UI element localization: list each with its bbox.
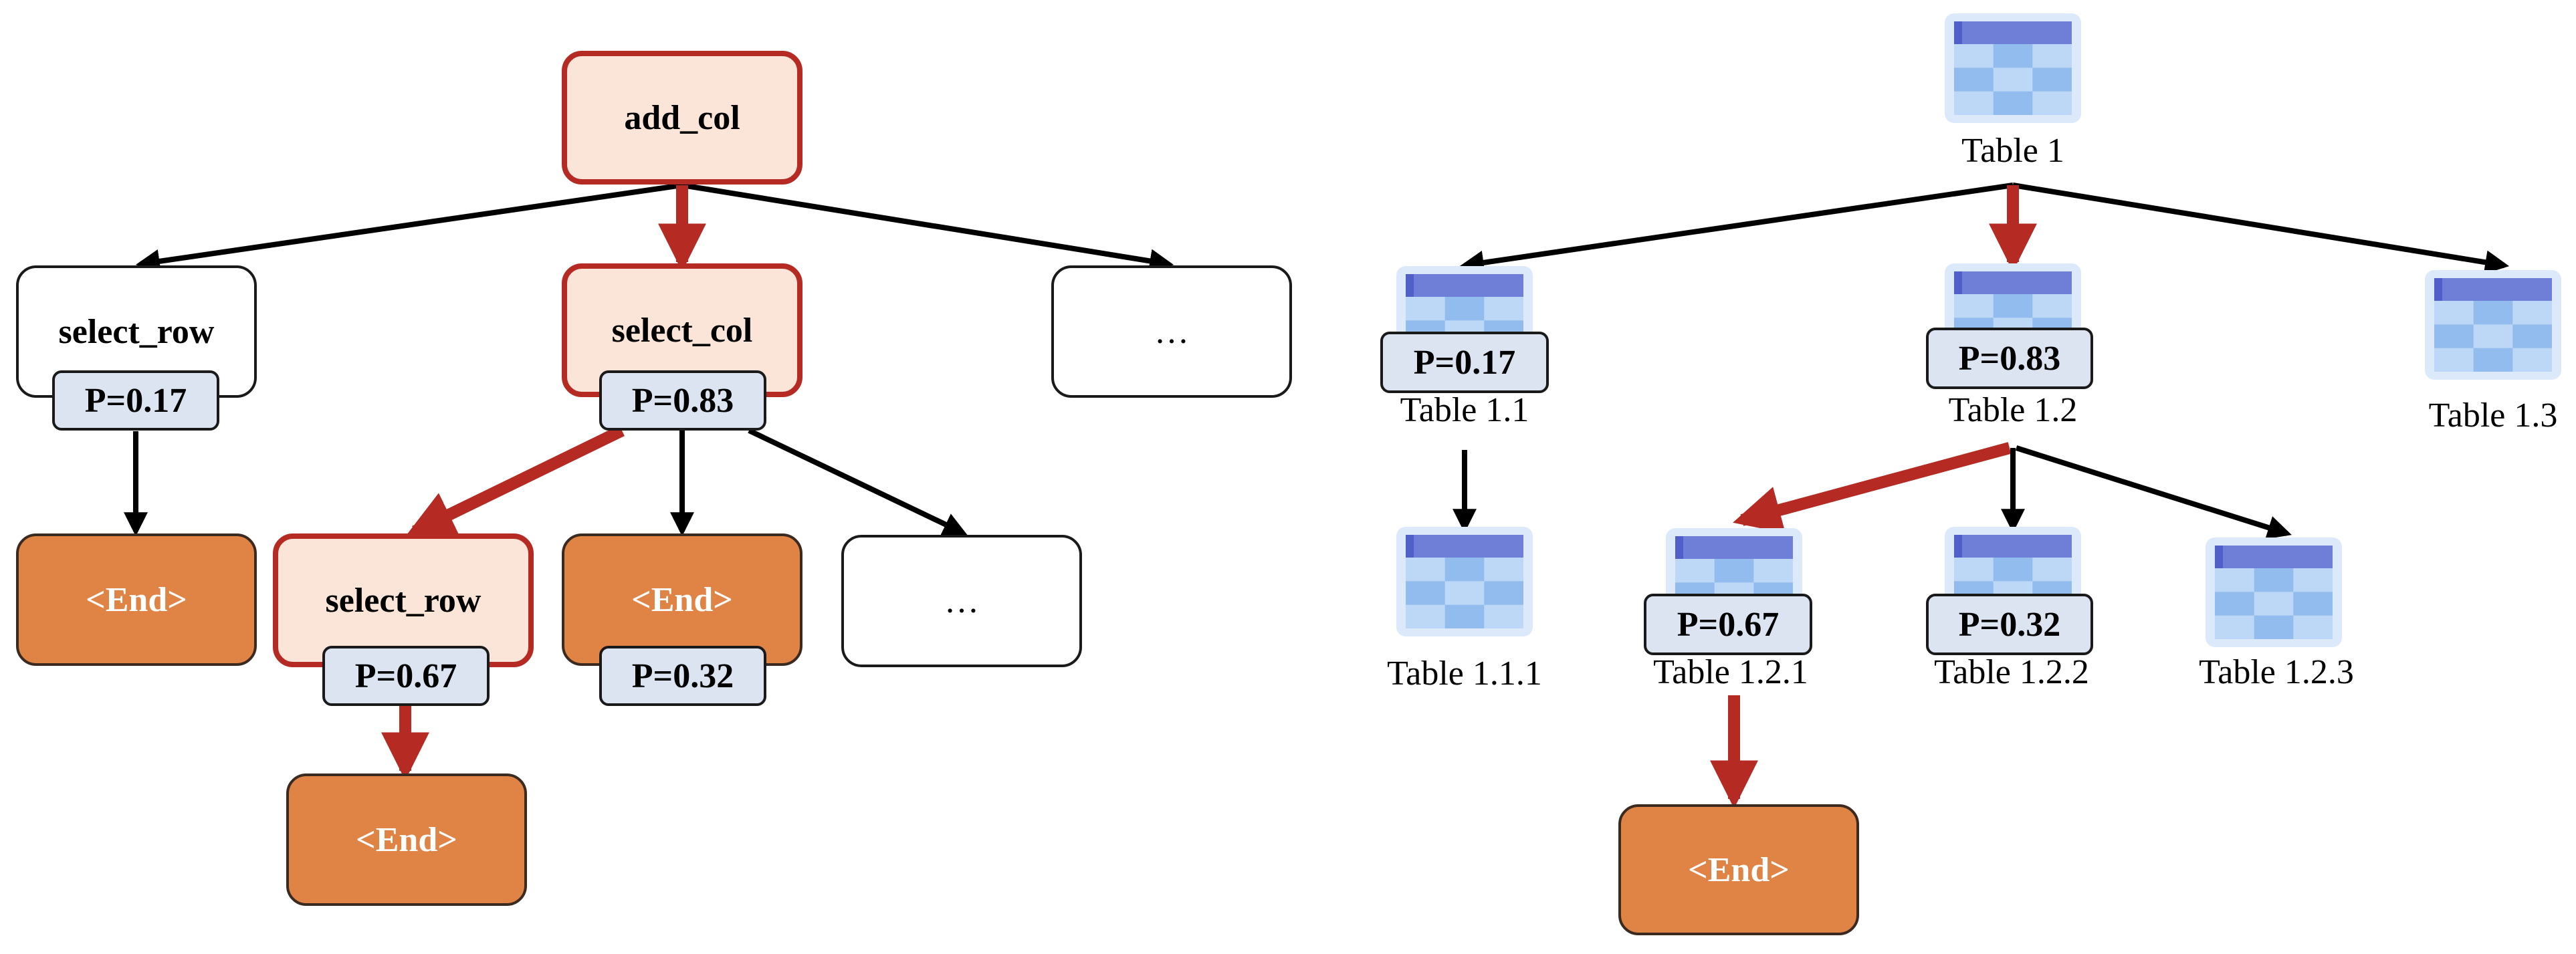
prob-select-col: P=0.83 — [599, 370, 766, 431]
table-label-1-1: Table 1.1 — [1400, 391, 1529, 429]
edge-select-col-to-dots — [748, 428, 968, 535]
prob-end-b: P=0.32 — [599, 646, 766, 706]
node-end-right: <End> — [1618, 804, 1859, 935]
prob-table-1-2-1: P=0.67 — [1644, 594, 1812, 655]
table-label-1: Table 1 — [1961, 132, 2064, 170]
node-end-a: <End> — [16, 533, 257, 666]
node-ellipsis-l2: … — [1051, 265, 1292, 398]
edge-add-col-to-select-row — [135, 183, 683, 273]
node-ellipsis-l3: … — [841, 535, 1082, 667]
table-label-1-2-2: Table 1.2.2 — [1934, 653, 2089, 691]
prob-table-1-1: P=0.17 — [1380, 332, 1549, 393]
edge-select-col-to-select-row — [406, 425, 625, 538]
table-label-1-2-3: Table 1.2.3 — [2199, 653, 2354, 691]
table-icon-1-3 — [2425, 270, 2561, 383]
prob-select-row: P=0.17 — [52, 370, 219, 431]
edge-t1-to-t13 — [2012, 183, 2510, 275]
node-add-col: add_col — [562, 51, 802, 185]
table-icon-1 — [1945, 13, 2081, 126]
table-label-1-2-1: Table 1.2.1 — [1653, 653, 1808, 691]
node-end-c: <End> — [286, 773, 527, 906]
edge-add-col-to-dots — [681, 183, 1174, 273]
table-icon-1-1-1 — [1396, 527, 1533, 640]
node-select-row-l3: select_row — [273, 533, 534, 667]
edge-t12-to-t123 — [2015, 445, 2292, 540]
prob-select-row-l3: P=0.67 — [322, 646, 490, 706]
table-label-1-3: Table 1.3 — [2428, 396, 2558, 435]
table-label-1-1-1: Table 1.1.1 — [1387, 654, 1542, 693]
prob-table-1-2: P=0.83 — [1926, 328, 2093, 389]
table-label-1-2: Table 1.2 — [1948, 391, 2078, 429]
edge-t1-to-t11 — [1459, 183, 2014, 275]
table-icon-1-2-3 — [2206, 538, 2342, 650]
edge-t12-to-t121 — [1733, 442, 2012, 533]
prob-table-1-2-2: P=0.32 — [1926, 594, 2093, 655]
